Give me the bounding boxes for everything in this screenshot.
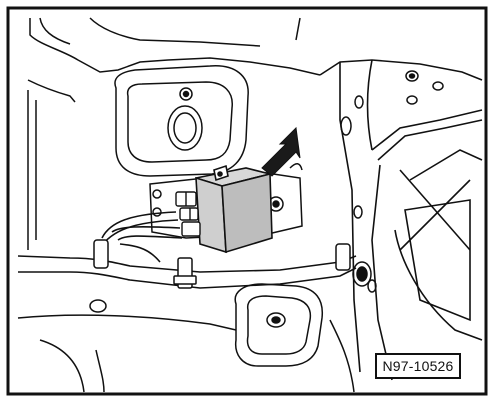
structural-pillar: [319, 59, 483, 381]
pillar-holes: [340, 70, 444, 293]
upper-body-panel: [27, 17, 321, 250]
figure-reference-text: N97-10526: [382, 358, 454, 374]
recessed-plate: [114, 65, 249, 177]
control-module: [195, 164, 273, 254]
module-connectors: [175, 191, 201, 237]
lower-trim-panel: [17, 283, 355, 393]
figure-reference-label: N97-10526: [375, 353, 461, 379]
pointer-arrow: [261, 126, 301, 177]
module-body: [221, 172, 273, 254]
cable-clips: [93, 239, 351, 289]
